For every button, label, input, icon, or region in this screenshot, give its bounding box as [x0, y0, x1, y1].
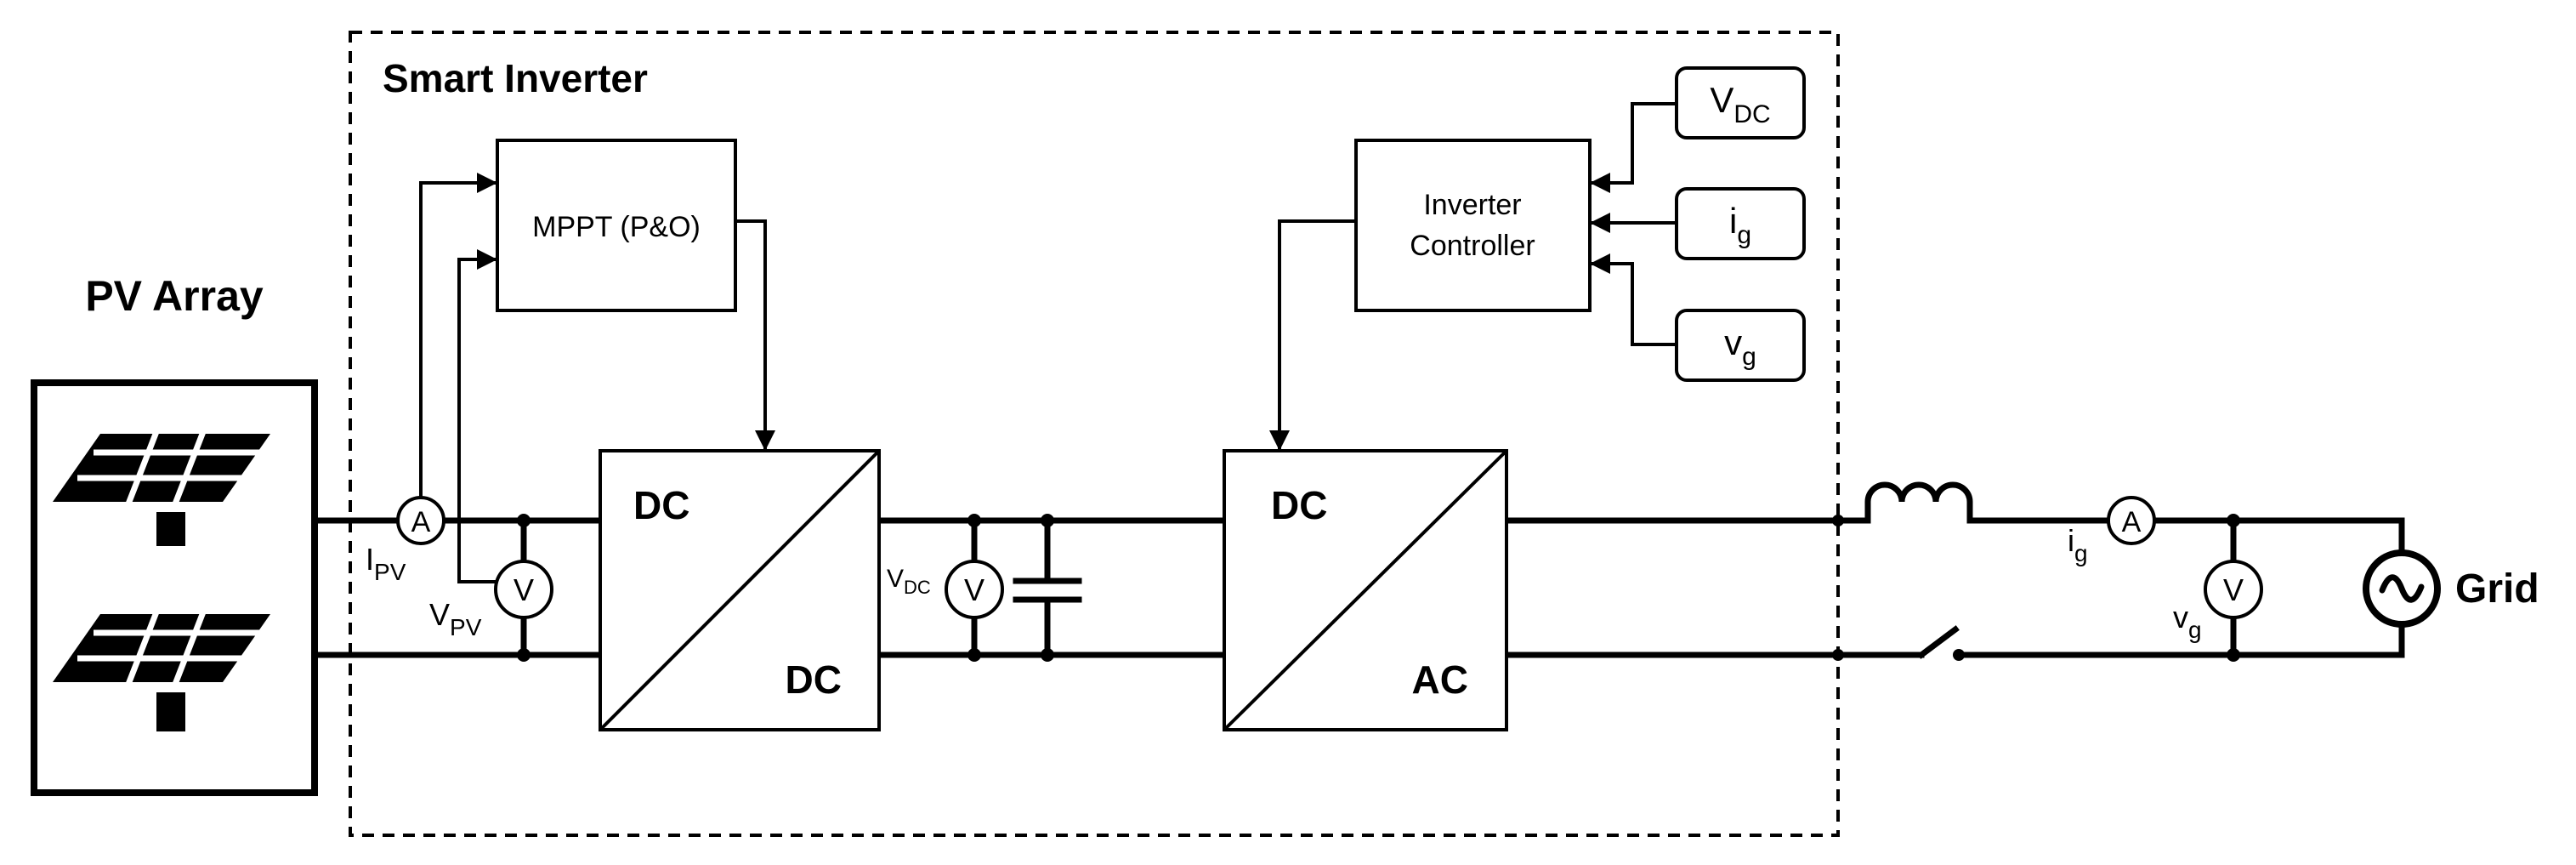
pv-voltmeter: V — [494, 560, 553, 619]
dc-bus-voltmeter: V — [945, 560, 1004, 619]
vpv-label: VPV — [429, 597, 482, 640]
ig-input-base: i — [1729, 201, 1737, 241]
pv-ammeter-symbol: A — [411, 506, 431, 538]
controller-label-line2: Controller — [1410, 230, 1535, 262]
vdc-bus-label: VDC — [887, 565, 931, 598]
mppt-label: MPPT (P&O) — [532, 211, 701, 243]
pv-ammeter: A — [396, 496, 445, 545]
vpv-label-base: V — [429, 597, 450, 632]
grid-ammeter: A — [2107, 496, 2156, 545]
grid-voltmeter: V — [2204, 560, 2263, 619]
ig-label: ig — [2068, 523, 2088, 566]
grid-title: Grid — [2455, 566, 2539, 612]
signal-wiring — [419, 102, 1677, 583]
grid-ammeter-symbol: A — [2122, 506, 2142, 538]
vg-input-sub: g — [1742, 343, 1756, 371]
vdc-input-base: V — [1710, 80, 1733, 120]
solar-panel-icon — [53, 428, 270, 546]
vdc-input-sub: DC — [1733, 100, 1770, 128]
ipv-label-sub: PV — [374, 559, 406, 585]
inverter-controller-block — [1354, 139, 1592, 312]
svg-text:ig: ig — [1729, 201, 1751, 249]
grid-voltmeter-symbol: V — [2223, 572, 2244, 607]
vdc-bus-label-sub: DC — [904, 577, 931, 598]
dcac-diagonal — [1223, 449, 1508, 731]
smart-inverter-title: Smart Inverter — [383, 56, 648, 100]
ig-input-box: ig — [1675, 187, 1806, 260]
vg-input-base: v — [1724, 322, 1742, 362]
dcac-input-label: DC — [1271, 483, 1327, 527]
svg-text:VDC: VDC — [1710, 80, 1770, 128]
dcac-output-label: AC — [1412, 657, 1468, 702]
dcdc-input-label: DC — [633, 483, 689, 527]
pv-array-title: PV Array — [85, 272, 264, 320]
solar-panel-icon — [53, 608, 270, 731]
dcdc-output-label: DC — [786, 657, 842, 702]
ipv-label-base: I — [366, 542, 374, 577]
vpv-label-sub: PV — [450, 614, 482, 640]
vdc-input-box: VDC — [1675, 66, 1806, 139]
dc-bus-voltmeter-symbol: V — [964, 572, 984, 607]
vg-label-sub: g — [2188, 617, 2202, 643]
controller-label-line1: Inverter — [1423, 189, 1521, 221]
vg-label: vg — [2173, 600, 2202, 643]
smart-inverter-boundary — [349, 31, 1840, 837]
junction-dots — [517, 514, 2240, 662]
ig-input-sub: g — [1737, 221, 1751, 249]
dcdc-diagonal — [599, 449, 881, 731]
vg-input-box: vg — [1675, 309, 1806, 382]
svg-text:vg: vg — [1724, 322, 1756, 371]
vg-label-base: v — [2173, 600, 2188, 635]
grid-source-icon — [2363, 549, 2441, 628]
ig-label-base: i — [2068, 523, 2074, 558]
mppt-block — [496, 139, 737, 312]
ig-label-sub: g — [2074, 540, 2088, 566]
ipv-label: IPV — [366, 542, 406, 585]
pv-voltmeter-symbol: V — [513, 572, 534, 607]
vdc-bus-label-base: V — [887, 565, 904, 593]
